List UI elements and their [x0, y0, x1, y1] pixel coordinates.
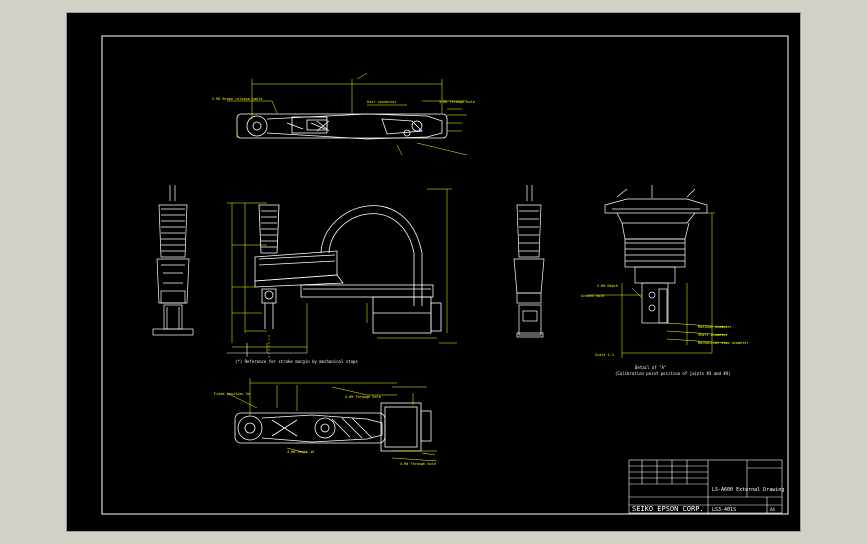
detail-a	[604, 185, 708, 324]
label-max-diameter: Maximum diameter	[698, 325, 732, 329]
label-scale: Scale 1:1	[595, 353, 614, 357]
sheet-border	[101, 35, 789, 515]
title-model: LS3-401S	[712, 507, 736, 513]
title-drawing-name: LS-A600 External Drawing	[712, 487, 784, 493]
label-m4-through: 4-M4 Through hole	[400, 462, 436, 466]
detail-a-dims	[587, 212, 728, 358]
label-9-through: 4-Ø9 Through hole	[345, 394, 381, 399]
label-depth: 2-M4 Depth	[597, 284, 618, 288]
left-side-view	[152, 185, 194, 336]
label-brake-cable: 2-M4 Brake release cable	[212, 97, 263, 101]
note-stroke-margin: (*) Reference for stroke margin by mecha…	[235, 359, 358, 364]
label-m6-depth: 4-M6 depth 16	[287, 450, 314, 454]
drawing-sheet: 2-M4 Brake release cable User connector …	[101, 35, 789, 515]
main-side-view	[254, 204, 442, 334]
main-side-dims	[227, 188, 457, 358]
bottom-view-dims	[226, 378, 438, 462]
subtitle-detail-a: (Calibration point position of joints #3…	[615, 371, 731, 376]
label-ground-hole: Ground hole	[581, 294, 604, 298]
bottom-view	[234, 402, 432, 452]
title-company: SEIKO EPSON CORP.	[632, 505, 704, 513]
label-mech-stop: Mechanical stop diameter	[698, 341, 749, 345]
title-rev: A4	[770, 507, 775, 512]
label-shaft-diameter: Shaft diameter	[698, 333, 728, 337]
right-side-view	[513, 185, 545, 338]
cad-viewport[interactable]: 2-M4 Brake release cable User connector …	[66, 12, 801, 532]
title-detail-a: Detail of "A"	[635, 365, 666, 370]
label-user-connector: User connector	[367, 100, 397, 104]
title-block	[628, 459, 783, 514]
label-fixed-position: Fixed position 3x	[214, 392, 250, 396]
main-side-dims-white	[227, 343, 307, 357]
label-top-through: 3-M4 Through hole	[439, 100, 475, 104]
top-view-dims	[227, 72, 468, 156]
top-view	[236, 113, 448, 140]
